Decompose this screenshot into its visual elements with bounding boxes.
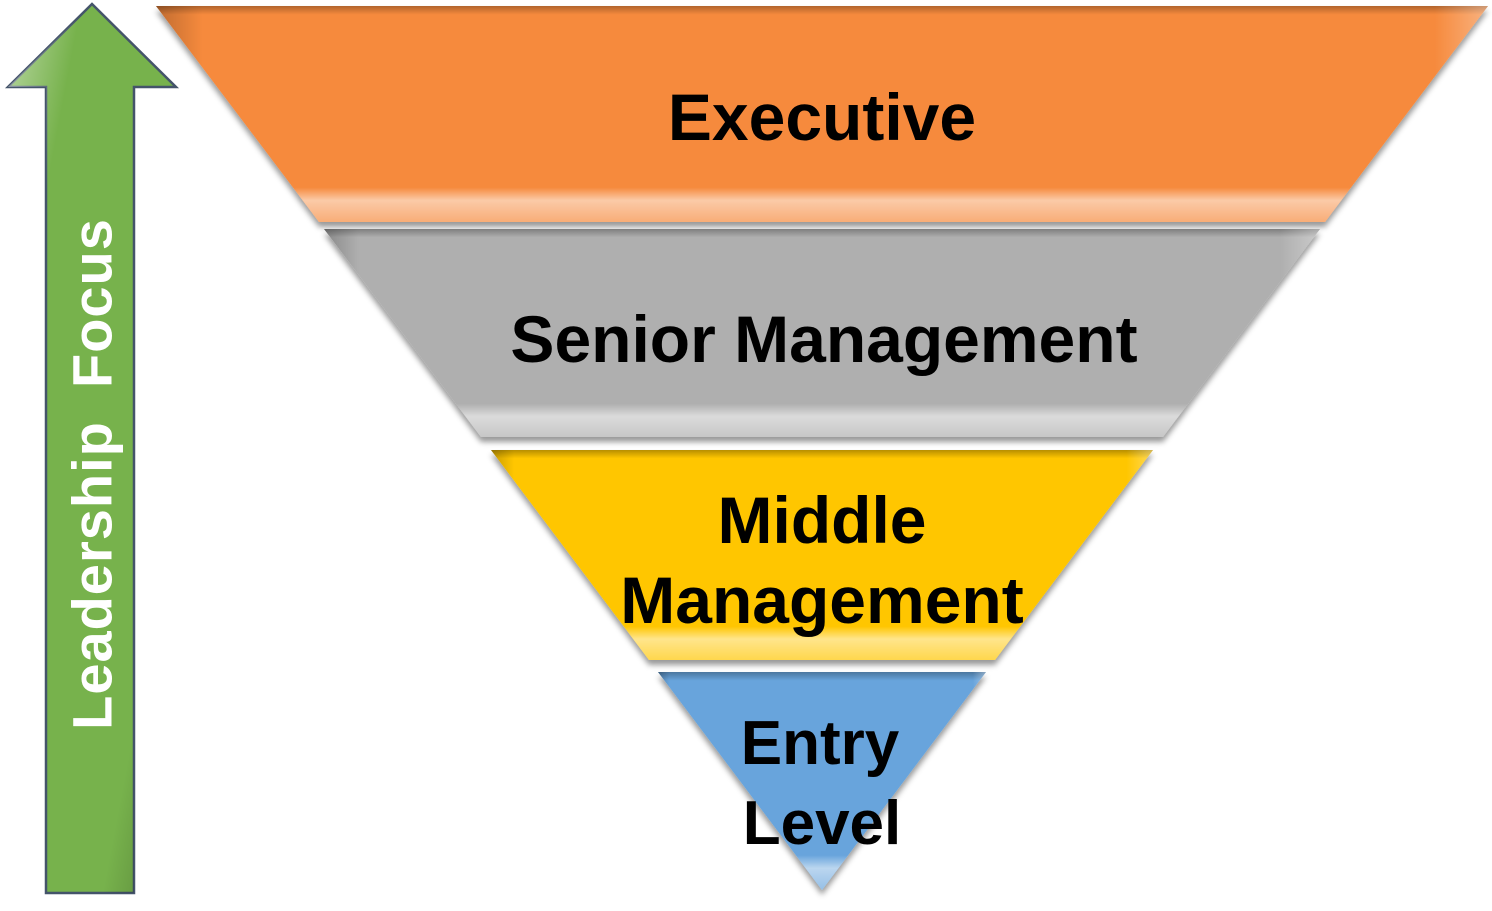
pyramid-level-middle-management: Middle Management [491, 450, 1153, 660]
pyramid-level-senior-management: Senior Management [324, 229, 1320, 437]
level-label-level: Level [743, 789, 902, 858]
level-label-middle: Middle [718, 483, 927, 557]
pyramid-level-executive: Executive [156, 6, 1488, 222]
level-label-middle-management: Management [620, 563, 1023, 637]
leadership-focus-arrow: Leadership Focus [4, 2, 180, 895]
level-label-executive: Executive [668, 80, 976, 154]
level-label-entry: Entry [741, 709, 900, 778]
pyramid-level-entry-level: Entry Level [658, 672, 986, 890]
leadership-focus-label: Leadership Focus [61, 218, 124, 730]
level-label-senior-management: Senior Management [510, 302, 1137, 376]
